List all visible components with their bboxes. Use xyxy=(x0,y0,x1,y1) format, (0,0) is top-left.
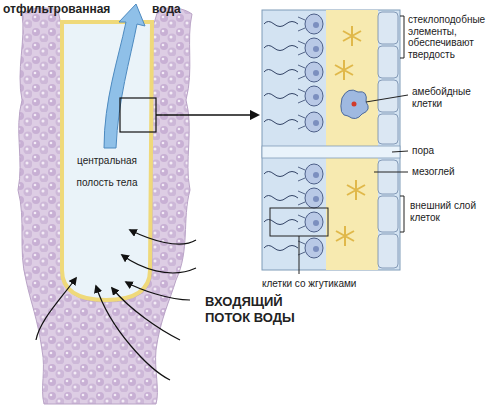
flagellated-cell xyxy=(264,164,323,184)
inset-ground xyxy=(262,10,400,270)
part-label: мезоглей xyxy=(412,166,492,178)
zoom-box xyxy=(120,98,156,132)
flagellated-cell xyxy=(264,212,323,232)
outer-cell xyxy=(378,196,398,232)
outer-cell-layer xyxy=(378,12,398,268)
part-label: стеклоподобные элементы, обеспечивают тв… xyxy=(408,14,496,60)
outflow-arrow xyxy=(104,4,145,148)
outer-cell xyxy=(378,160,398,194)
sponge-wall xyxy=(18,8,192,404)
part-label: клетки со жгутиками xyxy=(262,278,402,290)
inflow-arrow xyxy=(122,255,196,273)
spicule xyxy=(343,26,361,46)
cell-layer-inset xyxy=(262,10,400,270)
flagellated-cell xyxy=(264,112,323,132)
mesoglea xyxy=(326,10,378,270)
leader-line xyxy=(374,172,408,173)
flagellated-cell xyxy=(264,188,323,208)
outer-cell xyxy=(378,234,398,268)
inflow-arrow xyxy=(36,278,76,340)
inflow-arrow xyxy=(112,288,180,340)
leader-line xyxy=(299,236,300,274)
part-label: пора xyxy=(412,145,492,157)
amoeboid-cell xyxy=(341,90,368,119)
inflow-arrow xyxy=(96,286,170,380)
cell-highlight-box xyxy=(270,208,328,236)
inflow-arrow xyxy=(130,230,196,244)
amoeboid-nucleus xyxy=(352,102,357,107)
leader-lines xyxy=(299,16,408,274)
outer-cell xyxy=(378,46,398,78)
central-cavity xyxy=(62,22,152,300)
pore-channel xyxy=(262,146,400,158)
outer-cell xyxy=(378,114,398,144)
part-label: ВХОДЯЩИЙ ПОТОК ВОДЫ xyxy=(205,294,300,325)
flagellated-cell xyxy=(264,238,323,258)
spicule xyxy=(335,60,353,80)
part-label: центральная полость тела xyxy=(66,150,148,194)
part-label: вода xyxy=(152,2,192,16)
outer-cell xyxy=(378,80,398,112)
part-label: внешний слой клеток xyxy=(410,200,494,223)
part-label: амебойдные клетки xyxy=(412,86,496,109)
flagellated-cell xyxy=(264,38,323,58)
flagellated-cell xyxy=(264,86,323,106)
zoom-pointer xyxy=(156,114,258,116)
inflow-arrow xyxy=(126,282,190,300)
spicule xyxy=(347,180,365,200)
inflow-arrows xyxy=(36,230,196,380)
spicule xyxy=(336,226,354,246)
bracket xyxy=(400,16,404,58)
outer-cell xyxy=(378,12,398,44)
flagellated-cell xyxy=(264,14,323,34)
part-label: отфильтрованная xyxy=(3,2,128,16)
flagellated-cell xyxy=(264,62,323,82)
leader-line xyxy=(366,95,408,102)
leader-line xyxy=(392,151,408,152)
bracket xyxy=(400,196,404,232)
